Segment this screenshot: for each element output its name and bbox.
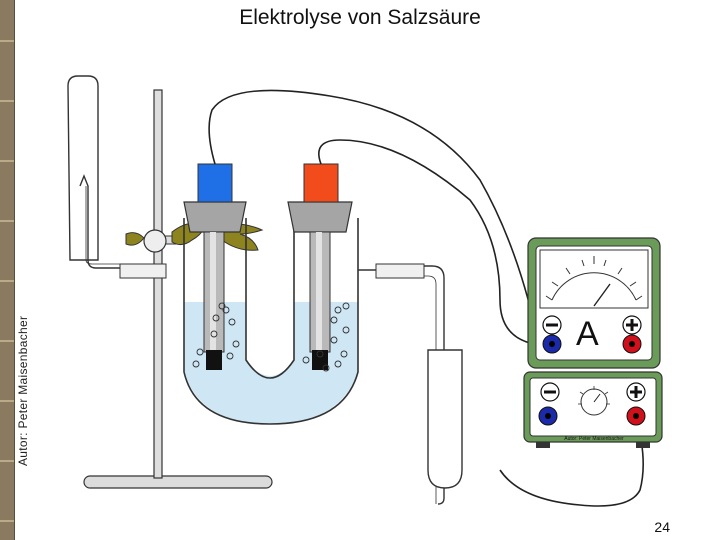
electrode-tip-anode <box>312 350 328 370</box>
left-border-strip <box>0 0 15 540</box>
stopper-left <box>183 201 247 233</box>
test-tube-right <box>427 349 463 489</box>
gas-delivery-tube-right <box>424 265 445 505</box>
gas-bubbles-anode <box>302 302 350 372</box>
tube-connector-left <box>119 263 167 279</box>
ammeter-unit-label: A <box>576 315 599 353</box>
ammeter: A Autor: Peter Maisenbacher <box>523 237 663 448</box>
slide-title: Elektrolyse von Salzsäure <box>239 6 481 29</box>
clamp-boss <box>143 229 167 253</box>
stopper-right <box>287 201 353 233</box>
test-tube-left <box>67 75 99 261</box>
wire-anode <box>318 139 541 346</box>
stand-rod <box>153 89 163 479</box>
ammeter-needle <box>593 283 611 307</box>
wire-return <box>499 417 644 507</box>
page-number: 24 <box>654 519 670 535</box>
gas-delivery-tube-left <box>79 174 136 269</box>
wire-cathode <box>208 89 553 352</box>
tube-connector-right <box>375 263 425 279</box>
electrode-cap-anode <box>303 163 339 203</box>
electrode-tip-cathode <box>206 350 222 370</box>
gas-bubbles-cathode <box>192 302 240 368</box>
u-tube-glass <box>183 218 359 425</box>
clamp-thumbscrew <box>125 232 145 246</box>
power-supply-footer-text: Autor: Peter Maisenbacher <box>564 436 624 442</box>
stand-base <box>83 475 273 489</box>
electrode-cap-cathode <box>197 163 233 203</box>
